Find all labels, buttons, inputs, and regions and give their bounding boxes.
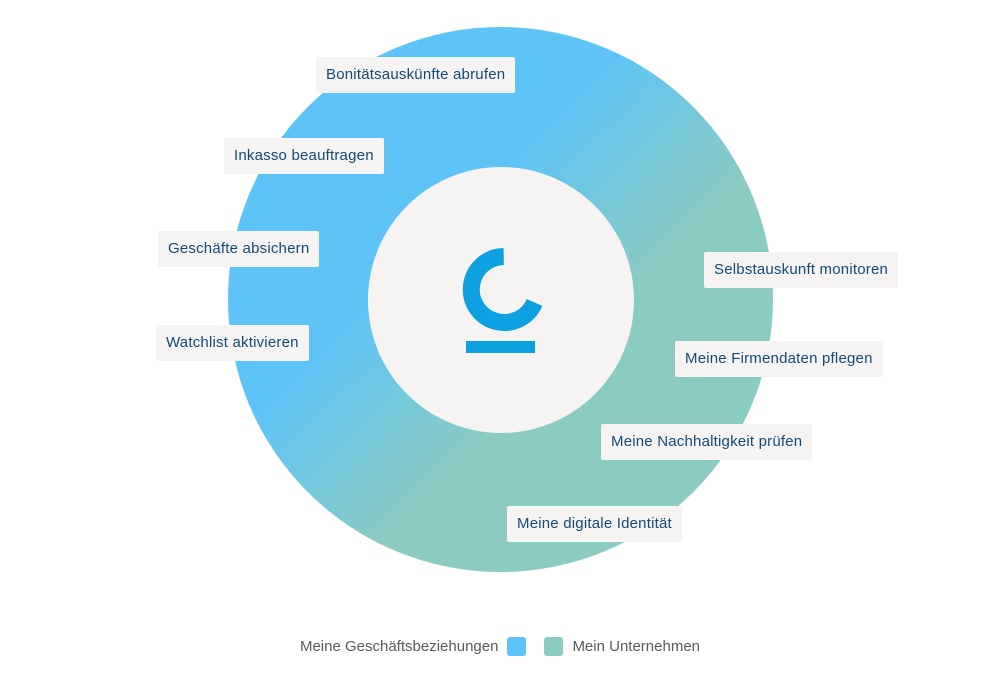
label-inkasso[interactable]: Inkasso beauftragen [224, 138, 384, 174]
legend-label-business: Meine Geschäftsbeziehungen [299, 637, 499, 655]
label-selbstauskunft[interactable]: Selbstauskunft monitoren [704, 252, 899, 288]
center-hub [368, 167, 634, 433]
label-nachhaltigkeit[interactable]: Meine Nachhaltigkeit prüfen [601, 424, 813, 460]
label-watchlist[interactable]: Watchlist aktivieren [156, 325, 309, 361]
label-firmendaten[interactable]: Meine Firmendaten pflegen [675, 341, 883, 377]
legend-item-company: Mein Unternehmen [544, 636, 701, 656]
label-digitale-identitaet[interactable]: Meine digitale Identität [507, 506, 682, 542]
legend: Meine Geschäftsbeziehungen Mein Unterneh… [0, 633, 1000, 659]
label-geschaefte-absichern[interactable]: Geschäfte absichern [158, 231, 320, 267]
brand-logo-icon [462, 248, 543, 353]
legend-swatch-company [544, 636, 564, 656]
label-bonitaetsauskuenfte[interactable]: Bonitätsauskünfte abrufen [316, 57, 516, 93]
legend-swatch-business [507, 636, 527, 656]
legend-item-business: Meine Geschäftsbeziehungen [299, 636, 527, 656]
legend-label-company: Mein Unternehmen [572, 637, 701, 655]
